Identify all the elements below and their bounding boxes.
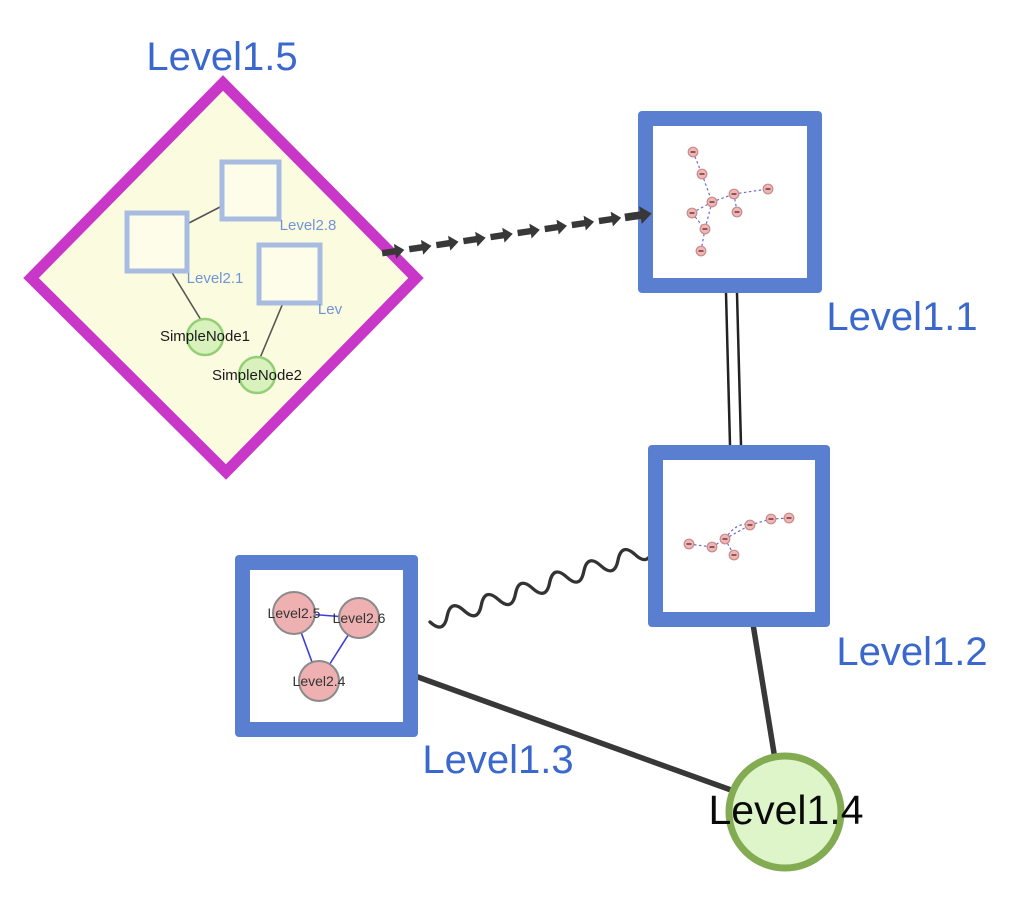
label-level2-1: Level2.1 (186, 270, 244, 287)
node-level1-1[interactable] (638, 111, 822, 293)
edge-level1-3-level1-4[interactable] (412, 673, 734, 793)
subnode-level2-8[interactable] (219, 159, 282, 222)
label-level1-2: Level1.2 (836, 630, 988, 674)
label-lev: Lev (317, 301, 343, 318)
edge-level1-1-level1-2[interactable] (724, 292, 743, 446)
edge-level1-5-level1-1[interactable] (381, 204, 653, 261)
label-level2-4: Level2.4 (292, 673, 346, 689)
subnode-lev[interactable] (256, 242, 323, 306)
level1-1-subgraph-marks (689, 151, 771, 252)
subnode-simplenode2[interactable] (237, 355, 277, 395)
label-level2-8: Level2.8 (279, 217, 337, 234)
label-level1-4: Level1.4 (708, 787, 864, 833)
level1-2-subgraph-marks (686, 517, 792, 556)
level1-1-subgraph-nodes[interactable] (686, 146, 774, 257)
label-simplenode1: SimpleNode1 (159, 328, 251, 345)
label-level2-6: Level2.6 (332, 610, 386, 626)
node-level1-2[interactable] (648, 445, 830, 627)
diamond-inner-edges (170, 205, 284, 359)
label-level2-5: Level2.5 (267, 605, 321, 621)
edge-level1-2-level1-4[interactable] (749, 615, 777, 756)
subnode-level2-1[interactable] (124, 210, 190, 274)
level1-3-subgraph-nodes[interactable] (272, 591, 380, 702)
group-node-level1-5[interactable] (23, 75, 424, 480)
label-level1-3: Level1.3 (422, 738, 574, 782)
level1-2-subgraph-nodes[interactable] (683, 512, 795, 561)
subnode-simplenode1[interactable] (185, 317, 225, 357)
edge-level1-3-level1-2[interactable] (428, 547, 654, 629)
label-level1-5: Level1.5 (146, 35, 298, 79)
node-level1-3[interactable] (235, 555, 418, 737)
node-level1-4[interactable] (725, 752, 845, 872)
label-level1-1: Level1.1 (826, 295, 978, 339)
label-simplenode2: SimpleNode2 (211, 367, 303, 384)
